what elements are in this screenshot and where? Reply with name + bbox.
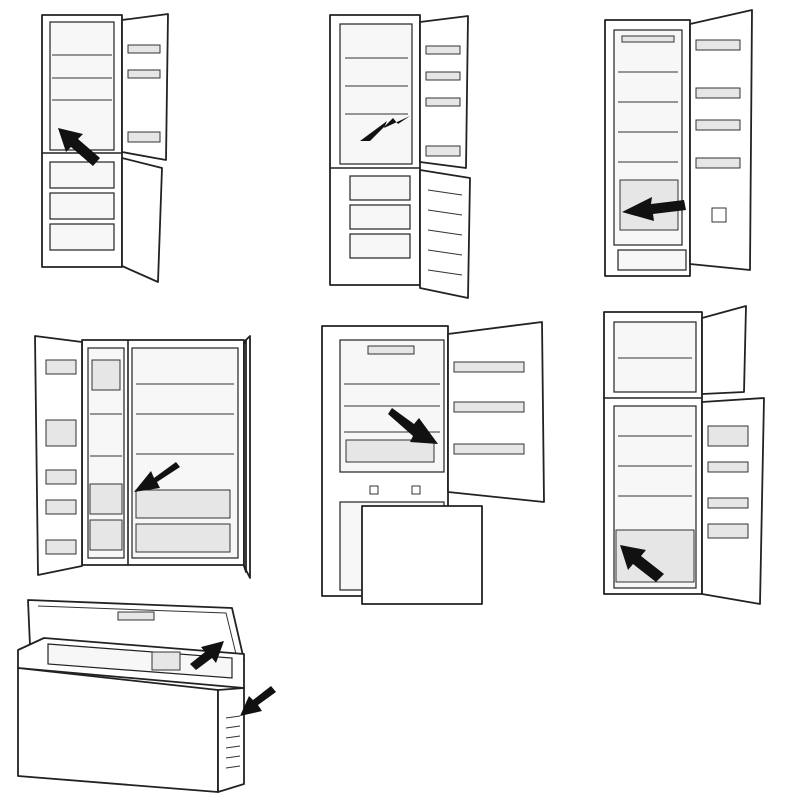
location-arrow bbox=[620, 545, 664, 582]
panel-built-in-fridge-drawer-freezer bbox=[321, 321, 545, 605]
location-arrow bbox=[240, 686, 276, 716]
panel-fridge-freezer-bottom-freezer bbox=[41, 13, 169, 283]
location-arrow bbox=[622, 197, 686, 221]
panel-top-freezer-fridge bbox=[603, 305, 765, 605]
location-arrow bbox=[360, 116, 410, 141]
location-arrow bbox=[134, 462, 180, 492]
panel-side-by-side-fridge bbox=[34, 335, 251, 579]
panel-fridge-freezer-built-in bbox=[329, 14, 471, 299]
location-arrow bbox=[190, 641, 224, 670]
location-arrow bbox=[388, 408, 438, 444]
panel-chest-freezer bbox=[17, 599, 276, 793]
panel-tall-single-door-fridge bbox=[604, 9, 753, 277]
location-arrow bbox=[58, 128, 100, 166]
